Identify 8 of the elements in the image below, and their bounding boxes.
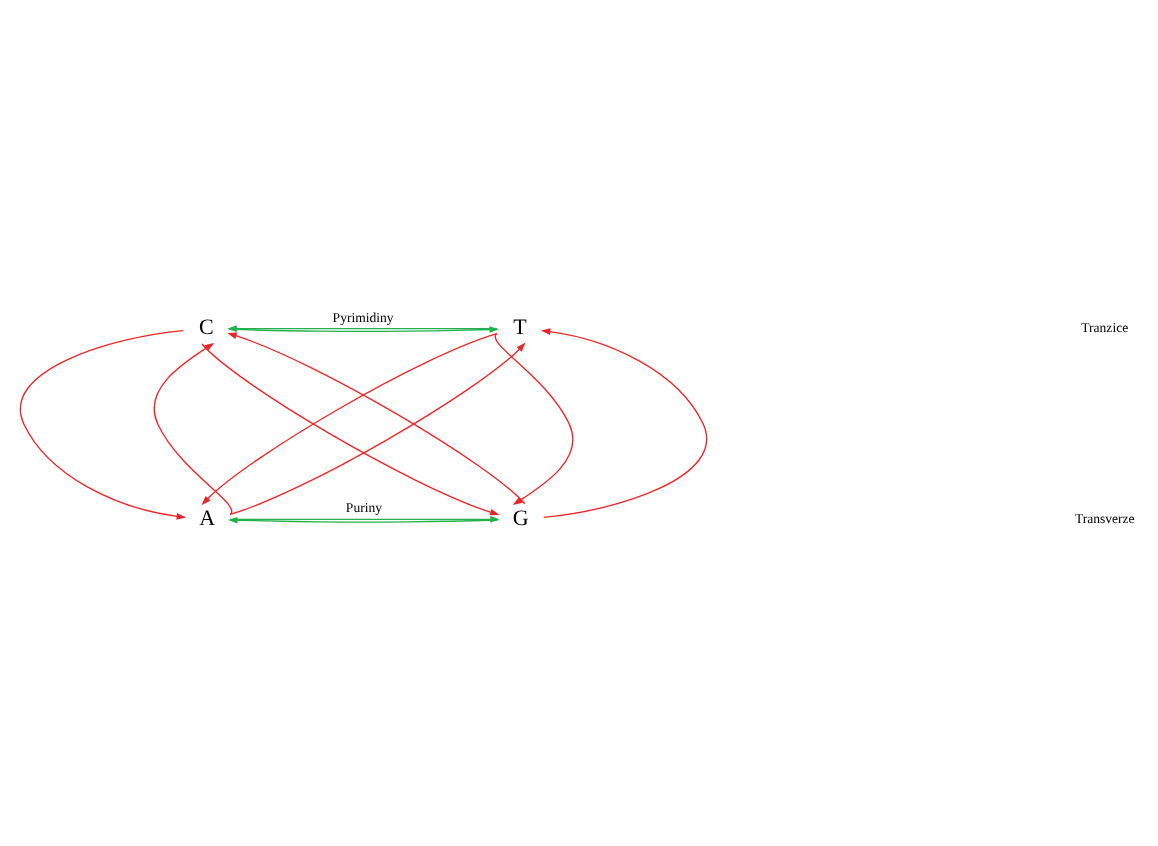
arrow [19,328,187,519]
node-text: T [513,314,527,339]
node-text: A [199,505,216,530]
node-text: C [198,314,214,339]
arrow [540,327,708,518]
node-text: G [512,505,529,530]
arrow [494,331,574,505]
arrow [153,341,233,515]
